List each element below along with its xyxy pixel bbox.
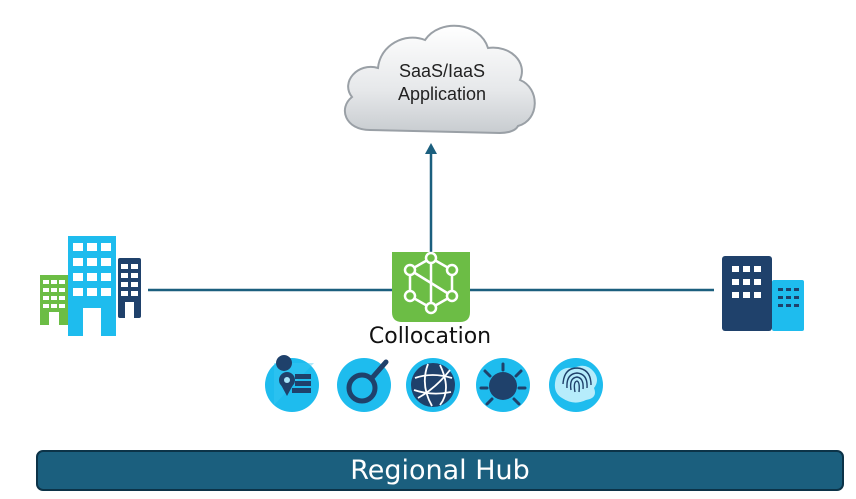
collocation-label: Collocation — [368, 324, 492, 349]
branch-office-right-icon — [722, 256, 804, 331]
cloud-application-label: SaaS/IaaS Application — [352, 60, 532, 106]
regional-hub-bar[interactable]: Regional Hub — [36, 450, 844, 491]
arrow-head-icon — [425, 143, 437, 154]
location-list-icon[interactable] — [265, 355, 319, 412]
collocation-node-icon[interactable] — [392, 251, 470, 322]
global-network-icon[interactable] — [406, 358, 460, 412]
cloud-label-line2: Application — [397, 84, 487, 104]
branch-office-left-icon — [40, 236, 141, 336]
fingerprint-cloud-icon[interactable] — [549, 358, 603, 412]
search-icon[interactable] — [337, 358, 391, 412]
malware-bug-icon[interactable] — [476, 358, 530, 412]
cloud-icon — [343, 24, 536, 135]
cloud-label-line1: SaaS/IaaS — [398, 61, 486, 81]
regional-hub-label: Regional Hub — [350, 455, 530, 486]
